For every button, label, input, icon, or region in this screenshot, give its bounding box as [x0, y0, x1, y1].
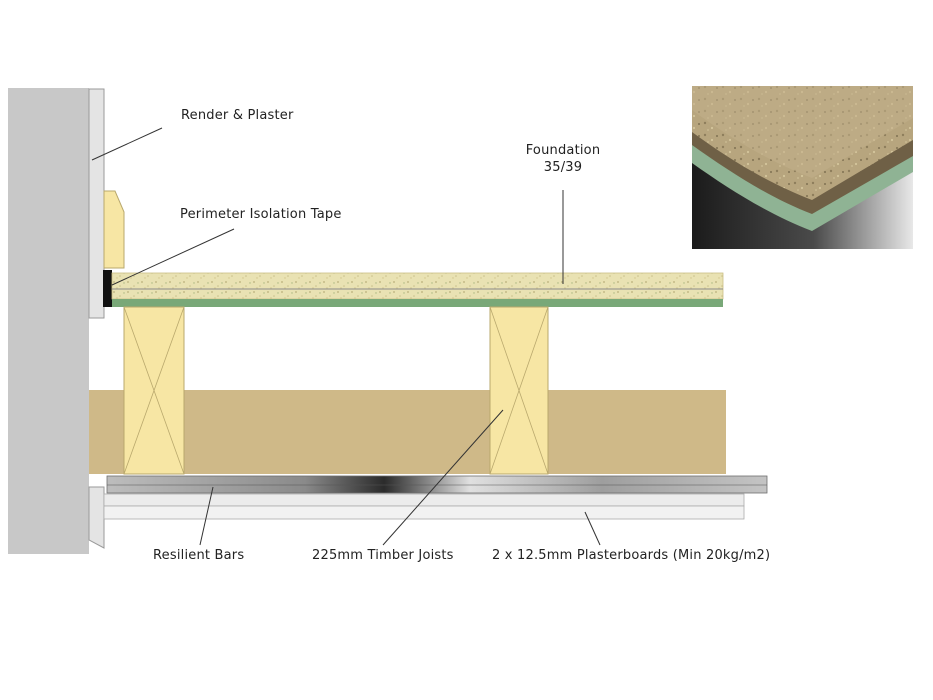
perimeter-isolation-tape — [103, 270, 112, 307]
leader-timber-joists — [382, 409, 504, 546]
leader-perimeter-tape — [111, 228, 235, 286]
board-sample-photo — [692, 86, 913, 249]
render-plaster-layer — [88, 88, 105, 319]
joist-left-cross-b — [123, 306, 185, 475]
plasterboard-lower — [103, 505, 745, 520]
leader-render-plaster — [91, 127, 163, 161]
label-plasterboards: 2 x 12.5mm Plasterboards (Min 20kg/m2) — [492, 548, 771, 563]
label-render-plaster: Render & Plaster — [181, 108, 294, 123]
joist-right-cross-b — [489, 306, 549, 475]
label-foundation-code: 35/39 — [543, 160, 583, 175]
leader-plasterboards — [584, 511, 601, 546]
label-resilient-bars: Resilient Bars — [153, 548, 245, 563]
label-timber-joists: 225mm Timber Joists — [312, 548, 454, 563]
skirting-board — [103, 190, 125, 269]
render-plaster-lower — [88, 486, 105, 549]
label-perimeter-isolation-tape: Perimeter Isolation Tape — [180, 207, 342, 222]
plasterboard-upper — [103, 493, 745, 507]
label-foundation-name: Foundation — [525, 143, 601, 158]
label-foundation: Foundation 35/39 — [520, 142, 606, 176]
leader-resilient-bars — [199, 486, 214, 546]
foundation-chipboard — [111, 272, 724, 300]
foundation-green-layer — [112, 299, 723, 307]
masonry-wall — [8, 88, 89, 554]
insulation-layer — [89, 390, 726, 474]
